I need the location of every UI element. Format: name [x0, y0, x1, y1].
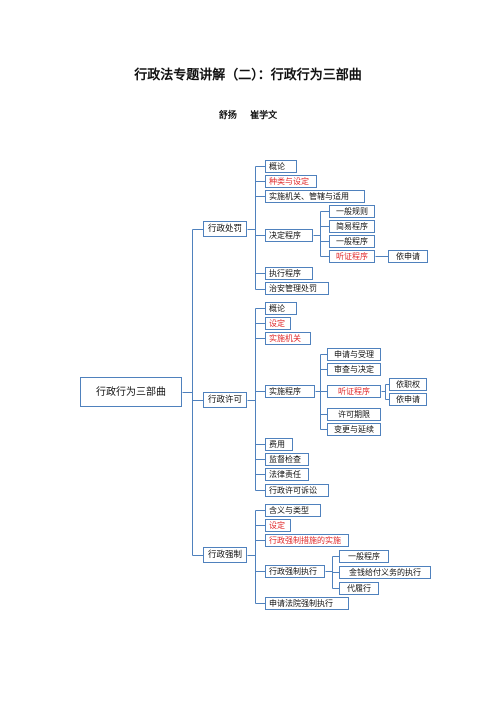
leaf-node: 变更与延续 [327, 423, 381, 436]
sub-branch-node: 听证程序 [327, 385, 381, 398]
leaf-node: 法律责任 [265, 468, 309, 481]
leaf-node: 简易程序 [329, 220, 375, 233]
connector-path [182, 166, 390, 604]
leaf-node: 依申请 [389, 393, 427, 406]
leaf-node: 一般程序 [329, 235, 375, 248]
author-1: 舒扬 [218, 111, 237, 121]
authors: 舒扬 崔学文 [0, 108, 496, 121]
leaf-node: 金钱给付义务的执行 [339, 566, 431, 579]
document-title: 行政法专题讲解（二）：行政行为三部曲 [134, 68, 362, 83]
leaf-node: 代履行 [339, 582, 379, 595]
leaf-node: 一般规则 [329, 205, 375, 218]
sub-branch-node: 行政强制执行 [265, 565, 325, 578]
leaf-node: 治安管理处罚 [265, 282, 329, 295]
leaf-node: 一般程序 [339, 550, 389, 563]
leaf-node: 实施机关、管辖与适用 [265, 190, 365, 203]
leaf-node: 监督检查 [265, 453, 309, 466]
leaf-node: 执行程序 [265, 267, 313, 280]
leaf-node: 审查与决定 [327, 363, 381, 376]
branch-node: 行政强制 [203, 547, 247, 563]
leaf-node: 行政强制措施的实施 [265, 534, 349, 547]
root-node: 行政行为三部曲 [80, 377, 182, 407]
leaf-node: 概论 [265, 302, 297, 315]
leaf-node: 申请与受理 [327, 348, 381, 361]
leaf-node: 行政许可诉讼 [265, 484, 329, 497]
leaf-node: 费用 [265, 438, 293, 451]
sub-branch-node: 听证程序 [329, 250, 375, 263]
author-2: 崔学文 [250, 111, 278, 121]
branch-node: 行政许可 [203, 392, 247, 408]
leaf-node: 种类与设定 [265, 175, 317, 188]
leaf-node: 概论 [265, 160, 297, 173]
leaf-node: 依申请 [388, 250, 428, 263]
leaf-node: 设定 [265, 519, 291, 532]
branch-node: 行政处罚 [203, 221, 247, 237]
leaf-node: 许可期限 [327, 408, 381, 421]
leaf-node: 依职权 [389, 378, 427, 391]
leaf-node: 申请法院强制执行 [265, 597, 349, 610]
sub-branch-node: 实施程序 [265, 385, 315, 398]
leaf-node: 设定 [265, 317, 291, 330]
leaf-node: 实施机关 [265, 332, 311, 345]
leaf-node: 含义与类型 [265, 504, 321, 517]
sub-branch-node: 决定程序 [265, 229, 313, 242]
